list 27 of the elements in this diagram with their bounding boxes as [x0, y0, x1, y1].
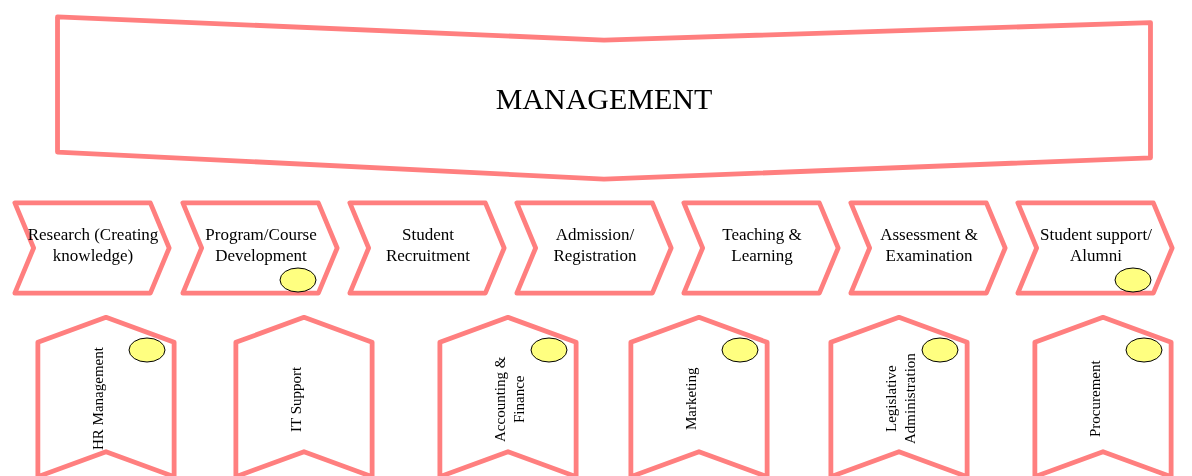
process-step-panel: [846, 200, 1010, 296]
process-step-panel: [1013, 200, 1177, 296]
node-label: IT Support: [287, 365, 305, 434]
process-step-panel: [10, 200, 174, 296]
node-label: Assessment & Examination: [879, 224, 979, 267]
process-step-panel: [512, 200, 676, 296]
support-activity-panel: [1032, 314, 1174, 476]
support-activity-panel: [628, 314, 770, 476]
node-label: Procurement: [1086, 359, 1104, 440]
support-activity-panel: [437, 314, 579, 476]
node-label: Accounting & Finance: [491, 355, 528, 444]
node-label: MANAGEMENT: [494, 81, 714, 117]
node-label: Teaching & Learning: [721, 224, 803, 267]
process-step-panel: [345, 200, 509, 296]
node-label: Marketing: [682, 366, 700, 433]
node-label: Legislative Administration: [882, 352, 919, 447]
node-label: Research (Creating knowledge): [26, 224, 160, 267]
support-activity-panel: [233, 314, 375, 476]
node-label: Admission/ Registration: [552, 224, 638, 267]
node-label: Student support/ Alumni: [1039, 224, 1153, 267]
support-activity-panel: [35, 314, 177, 476]
support-activity-panel: [828, 314, 970, 476]
node-label: Program/Course Development: [204, 224, 318, 267]
process-step-panel: [679, 200, 843, 296]
node-label: HR Management: [89, 346, 107, 453]
node-label: Student Recruitment: [385, 224, 471, 267]
process-step-panel: [178, 200, 342, 296]
